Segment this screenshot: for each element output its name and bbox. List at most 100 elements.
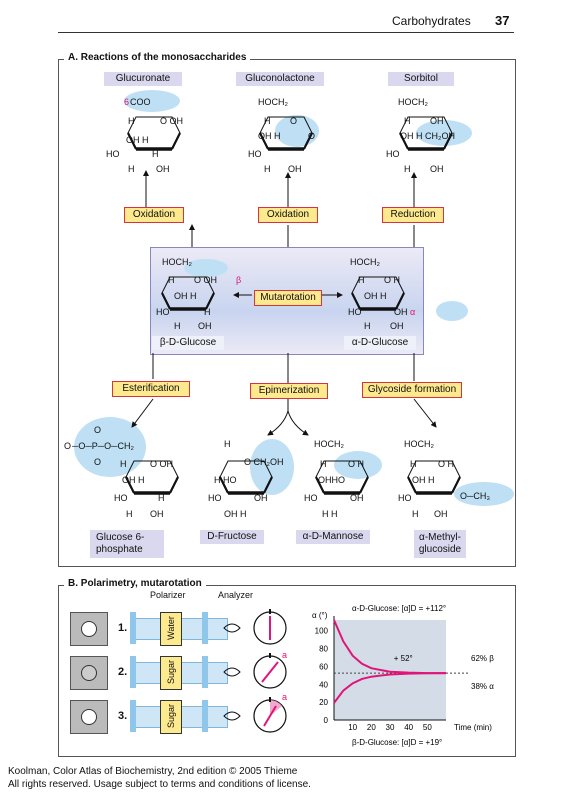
svg-text:H: H xyxy=(364,321,371,331)
svg-text:O H: O H xyxy=(348,459,364,469)
reaction-oxidation-1: Oxidation xyxy=(124,207,184,223)
svg-text:HO: HO xyxy=(106,149,120,159)
reaction-glycoside-formation: Glycoside formation xyxy=(362,382,462,398)
svg-text:OH H: OH H xyxy=(174,291,197,301)
svg-text:H: H xyxy=(120,459,127,469)
svg-text:O: O xyxy=(64,441,71,451)
y-tick-label: 0 xyxy=(324,716,329,725)
svg-text:HO: HO xyxy=(398,493,412,503)
label-d-fructose: D-Fructose xyxy=(200,530,264,544)
polarizer-plate xyxy=(130,612,136,644)
svg-text:COO: COO xyxy=(130,97,151,107)
svg-text:OH: OH xyxy=(150,509,164,519)
svg-text:HO: HO xyxy=(208,493,222,503)
label-alpha-methylglucoside: α-Methyl- glucoside xyxy=(414,530,466,558)
panel-a xyxy=(58,59,516,567)
svg-text:OH: OH xyxy=(390,321,404,331)
svg-text:H: H xyxy=(412,509,419,519)
svg-text:O OH: O OH xyxy=(160,116,183,126)
analyzer-views: a a xyxy=(223,609,287,733)
svg-text:O─CH₃: O─CH₃ xyxy=(460,491,490,501)
svg-text:H: H xyxy=(168,275,175,285)
polarizer-plate xyxy=(130,656,136,688)
y-tick-label: 100 xyxy=(315,627,329,636)
svg-text:OH: OH xyxy=(288,164,302,174)
polarizer-plate xyxy=(130,700,136,732)
eye-icon xyxy=(223,711,241,721)
footer-line-2: All rights reserved. Usage subject to te… xyxy=(8,779,311,790)
svg-text:H: H xyxy=(404,164,411,174)
label-sorbitol: Sorbitol xyxy=(388,72,454,86)
y-tick-label: 80 xyxy=(319,645,328,654)
right-label-alpha: 38% α xyxy=(471,682,494,691)
svg-text:OH H: OH H xyxy=(122,475,145,485)
lamp-icon xyxy=(70,612,108,646)
svg-text:6: 6 xyxy=(124,97,129,107)
svg-text:HO: HO xyxy=(386,149,400,159)
svg-text:O OH: O OH xyxy=(194,275,217,285)
analyzer-plate xyxy=(202,612,208,644)
footer-line-1: Koolman, Color Atlas of Biochemistry, 2n… xyxy=(8,766,298,777)
row-number: 3. xyxy=(118,710,128,722)
svg-text:OH: OH xyxy=(394,307,408,317)
svg-text:OH: OH xyxy=(434,509,448,519)
svg-text:O H: O H xyxy=(384,275,400,285)
eye-icon xyxy=(223,623,241,633)
svg-text:O: O xyxy=(290,116,297,126)
bottom-label: β-D-Glucose: [α]D = +19° xyxy=(352,738,442,747)
reaction-reduction: Reduction xyxy=(382,207,444,223)
svg-text:OHHO: OHHO xyxy=(318,475,345,485)
reaction-epimerization: Epimerization xyxy=(250,383,328,399)
header-rule xyxy=(58,32,514,33)
equilibrium-label: + 52° xyxy=(394,654,413,663)
svg-text:HO: HO xyxy=(114,493,128,503)
polarimeter-row-3: 3. Sugar xyxy=(70,700,290,736)
polarimeter-row-1: 1. Water xyxy=(70,612,290,648)
label-beta-d-glucose: β-D-Glucose xyxy=(152,336,224,350)
reaction-mutarotation: Mutarotation xyxy=(254,290,322,306)
row-number: 1. xyxy=(118,622,128,634)
y-tick-label: 20 xyxy=(319,698,328,707)
svg-text:H: H xyxy=(174,321,181,331)
svg-text:HOCH₂: HOCH₂ xyxy=(404,439,434,449)
label-glucose-6-phosphate: Glucose 6- phosphate xyxy=(90,530,164,558)
svg-text:β: β xyxy=(236,275,241,285)
y-tick-label: 40 xyxy=(319,680,328,689)
top-label: α-D-Glucose: [α]D = +112° xyxy=(352,604,446,613)
plot-area xyxy=(334,620,446,720)
y-tick-label: 60 xyxy=(319,662,328,671)
svg-text:OH H: OH H xyxy=(258,131,281,141)
svg-text:H: H xyxy=(410,459,417,469)
svg-text:HO: HO xyxy=(156,307,170,317)
svg-text:HOCH₂: HOCH₂ xyxy=(314,439,344,449)
tube-sample: Water xyxy=(160,612,182,646)
svg-text:H: H xyxy=(320,459,327,469)
x-tick-label: 20 xyxy=(367,723,376,732)
svg-text:HO: HO xyxy=(248,149,262,159)
x-axis-label: Time (min) xyxy=(454,723,492,732)
y-axis-label: α (°) xyxy=(312,611,328,620)
svg-text:HOCH₂: HOCH₂ xyxy=(398,97,428,107)
svg-text:H: H xyxy=(152,149,159,159)
tube-sample: Sugar xyxy=(160,700,182,734)
svg-text:H: H xyxy=(264,164,271,174)
x-tick-label: 40 xyxy=(404,723,413,732)
label-gluconolactone: Gluconolactone xyxy=(236,72,324,86)
svg-text:HO: HO xyxy=(304,493,318,503)
page-number: 37 xyxy=(495,13,510,28)
svg-text:O: O xyxy=(94,425,101,435)
row-number: 2. xyxy=(118,666,128,678)
angle-mark: a xyxy=(282,650,287,660)
svg-text:OH H: OH H xyxy=(364,291,387,301)
lamp-icon xyxy=(70,700,108,734)
svg-text:O OH: O OH xyxy=(150,459,173,469)
svg-text:O: O xyxy=(308,131,315,141)
panel-a-title: A. Reactions of the monosaccharides xyxy=(64,52,251,63)
svg-text:OH: OH xyxy=(254,493,268,503)
x-tick-label: 30 xyxy=(386,723,395,732)
polarizer-label: Polarizer xyxy=(150,590,186,600)
svg-text:OH: OH xyxy=(198,321,212,331)
reaction-esterification: Esterification xyxy=(112,381,190,397)
